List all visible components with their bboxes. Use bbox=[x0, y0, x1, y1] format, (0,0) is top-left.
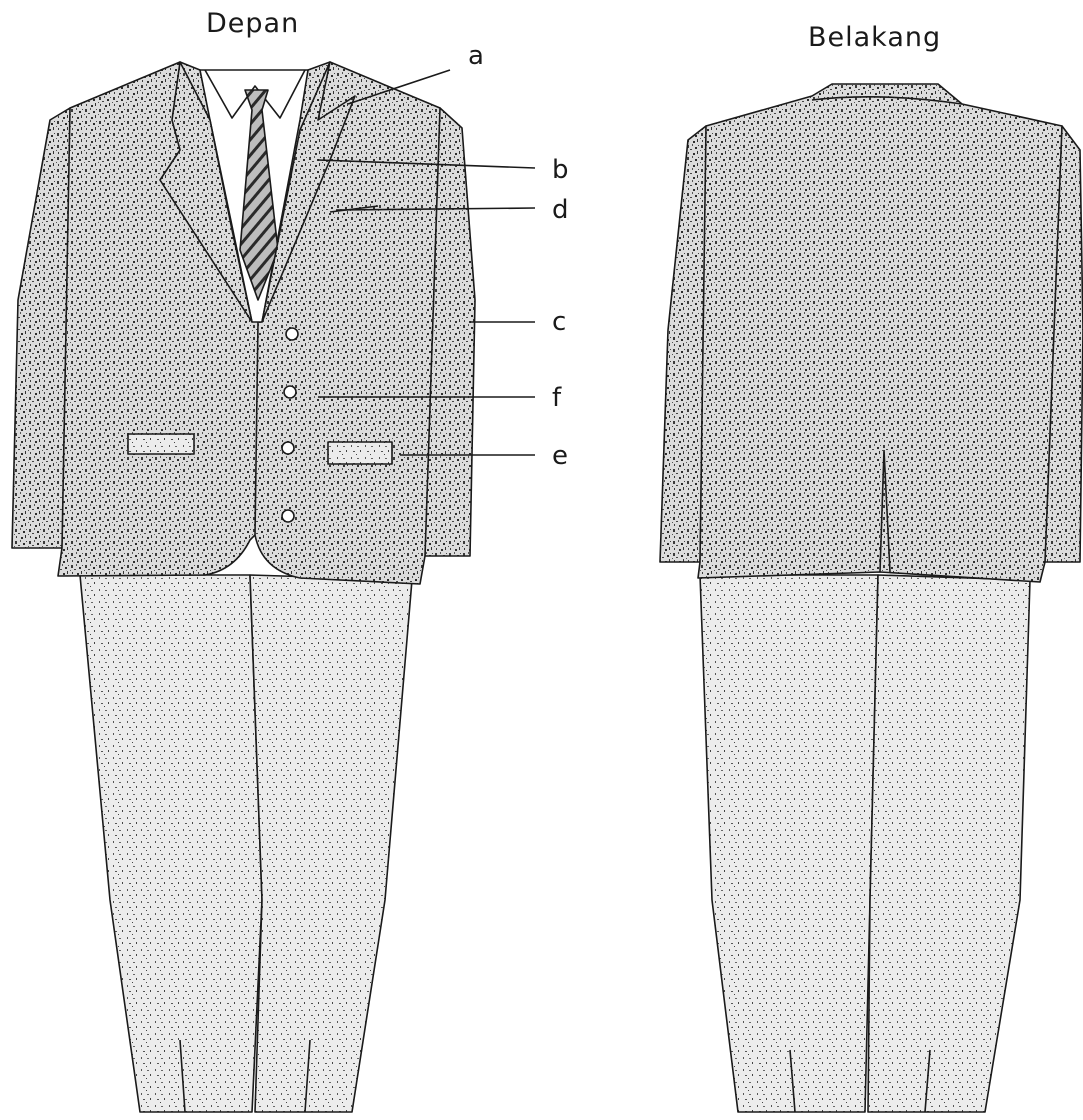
front-button-1 bbox=[286, 328, 298, 340]
back-trouser-right-leg bbox=[868, 575, 1030, 1112]
front-right-flap-pocket bbox=[328, 442, 392, 464]
back-trouser-left-leg bbox=[700, 575, 878, 1112]
front-button-3 bbox=[282, 442, 294, 454]
front-suit bbox=[12, 62, 475, 1112]
callout-label-d: d bbox=[552, 195, 569, 225]
callout-label-e: e bbox=[552, 441, 568, 471]
front-trouser-right-leg bbox=[250, 575, 412, 1112]
front-button-4 bbox=[282, 510, 294, 522]
callout-label-a: a bbox=[468, 41, 484, 71]
back-suit bbox=[660, 84, 1083, 1112]
callout-label-c: c bbox=[552, 307, 566, 337]
front-left-flap-pocket bbox=[128, 434, 194, 454]
front-trouser-left-leg bbox=[80, 575, 262, 1112]
back-jacket-body bbox=[698, 84, 1062, 582]
callout-label-f: f bbox=[552, 383, 562, 413]
callout-label-b: b bbox=[552, 155, 569, 185]
front-button-2 bbox=[284, 386, 296, 398]
